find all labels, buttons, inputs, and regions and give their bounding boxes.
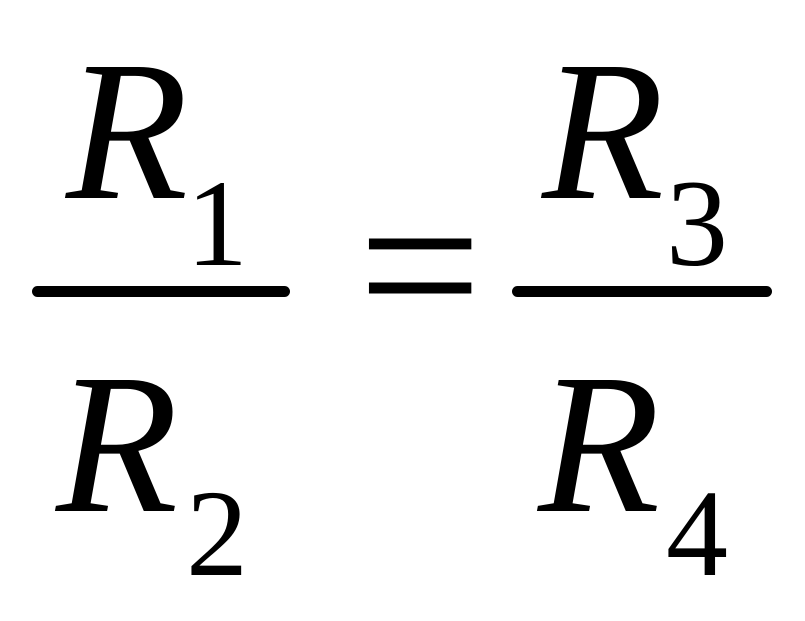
denominator-variable-right: R	[538, 334, 661, 555]
denominator-subscript-right: 4	[666, 465, 728, 602]
fraction-bar-right	[512, 286, 772, 297]
numerator-variable-left: R	[66, 21, 189, 242]
numerator-subscript-right: 3	[666, 155, 728, 292]
denominator-subscript-left: 2	[186, 465, 248, 602]
denominator-variable-left: R	[56, 334, 179, 555]
equals-sign: =	[358, 143, 483, 387]
numerator-variable-right: R	[542, 21, 665, 242]
fraction-bar-left	[32, 286, 290, 297]
numerator-subscript-left: 1	[186, 155, 248, 292]
